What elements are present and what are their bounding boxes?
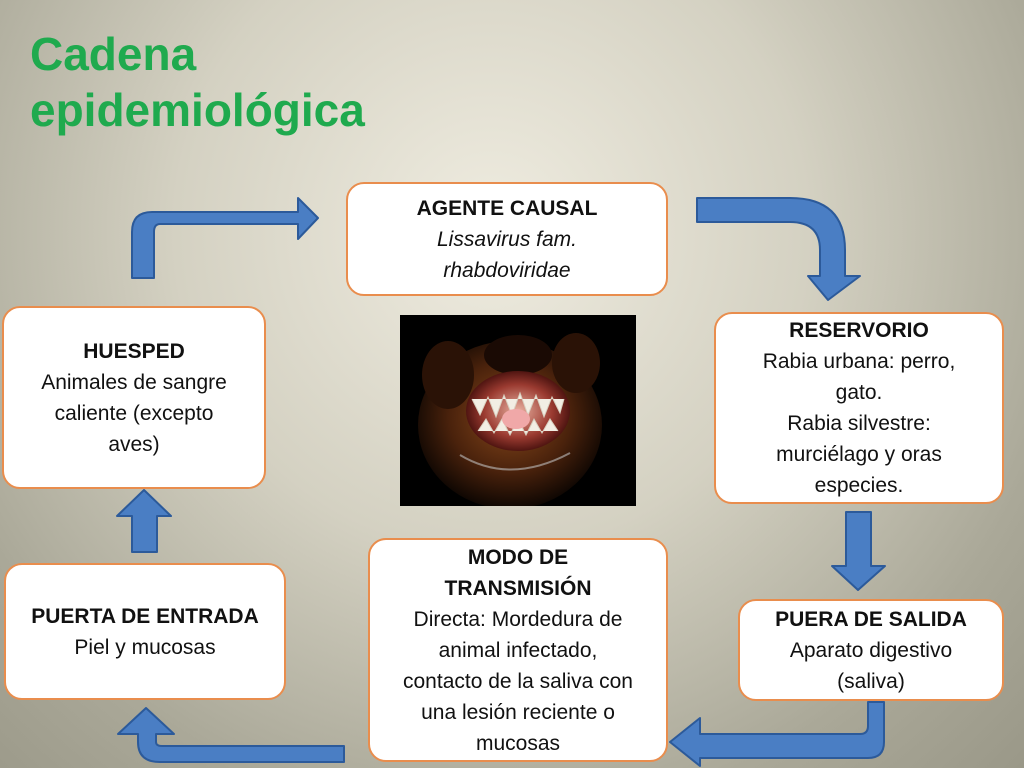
huesped-line-2: caliente (excepto bbox=[54, 401, 214, 425]
modo-heading-2: TRANSMISIÓN bbox=[444, 576, 592, 600]
arrow-entrada-to-huesped bbox=[116, 489, 172, 553]
salida-heading: PUERA DE SALIDA bbox=[775, 607, 967, 631]
modo-line-4: una lesión reciente o bbox=[421, 700, 615, 724]
reservorio-heading: RESERVORIO bbox=[789, 319, 929, 342]
modo-line-3: contacto de la saliva con bbox=[403, 669, 633, 693]
reservorio-line-4: murciélago y oras bbox=[776, 443, 942, 466]
modo-line-2: animal infectado, bbox=[438, 638, 598, 662]
node-huesped: HUESPED Animales de sangre caliente (exc… bbox=[2, 306, 266, 489]
rabid-dog-photo bbox=[400, 315, 636, 509]
reservorio-line-3: Rabia silvestre: bbox=[787, 412, 931, 435]
node-modo-transmision: MODO DE TRANSMISIÓN Directa: Mordedura d… bbox=[368, 538, 668, 762]
arrow-reservorio-to-salida bbox=[831, 511, 886, 591]
reservorio-line-2: gato. bbox=[835, 381, 883, 404]
agente-heading: AGENTE CAUSAL bbox=[416, 196, 598, 220]
reservorio-line-5: especies. bbox=[814, 474, 904, 497]
node-agente-causal: AGENTE CAUSAL Lissavirus fam. rhabdoviri… bbox=[346, 182, 668, 296]
node-reservorio: RESERVORIO Rabia urbana: perro, gato. Ra… bbox=[714, 312, 1004, 504]
reservorio-line-1: Rabia urbana: perro, bbox=[762, 350, 956, 373]
salida-line-1: Aparato digestivo bbox=[789, 638, 953, 662]
arrow-huesped-to-agente bbox=[131, 197, 319, 279]
title-line-2: epidemiológica bbox=[30, 84, 365, 136]
node-puerta-entrada: PUERTA DE ENTRADA Piel y mucosas bbox=[4, 563, 286, 700]
modo-heading-1: MODO DE bbox=[467, 545, 569, 569]
dog-illustration bbox=[400, 315, 636, 509]
entrada-heading: PUERTA DE ENTRADA bbox=[31, 604, 259, 628]
agente-line-1: Lissavirus fam. bbox=[436, 227, 578, 251]
huesped-line-3: aves) bbox=[108, 432, 160, 456]
huesped-line-1: Animales de sangre bbox=[41, 370, 227, 394]
arrow-agente-to-reservorio bbox=[696, 197, 861, 301]
salida-line-2: (saliva) bbox=[837, 669, 905, 693]
modo-line-1: Directa: Mordedura de bbox=[413, 607, 623, 631]
node-puerta-salida: PUERA DE SALIDA Aparato digestivo (saliv… bbox=[738, 599, 1004, 701]
slide-title: Cadena epidemiológica bbox=[30, 26, 365, 138]
arrow-salida-to-modo bbox=[669, 701, 885, 767]
agente-line-2: rhabdoviridae bbox=[443, 258, 571, 282]
entrada-line-1: Piel y mucosas bbox=[74, 635, 216, 659]
arrow-modo-to-entrada bbox=[117, 707, 345, 763]
modo-line-5: mucosas bbox=[475, 731, 561, 755]
huesped-heading: HUESPED bbox=[83, 339, 185, 363]
title-line-1: Cadena bbox=[30, 28, 197, 80]
